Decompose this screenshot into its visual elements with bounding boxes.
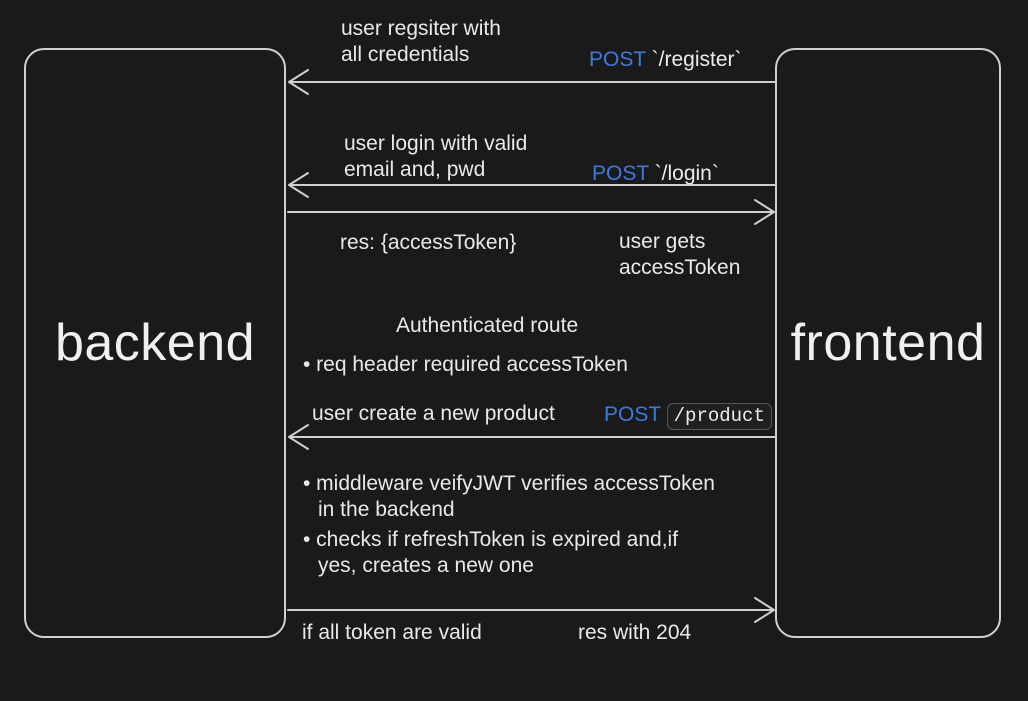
- backend-node-label: backend: [54, 314, 256, 372]
- refresh-bullet-line1: • checks if refreshToken is expired and,…: [303, 528, 679, 551]
- login-path: `/login`: [654, 162, 719, 185]
- req-header-bullet: • req header required accessToken: [303, 353, 628, 376]
- arrow-access-token: [287, 199, 775, 225]
- final-response-note: res with 204: [578, 621, 692, 644]
- login-description: user login with valid email and, pwd: [344, 131, 527, 183]
- login-method: POST: [592, 162, 649, 185]
- login-endpoint: POST `/login`: [592, 161, 719, 187]
- create-product-path-chip: /product: [666, 403, 772, 430]
- register-method: POST: [589, 48, 646, 71]
- authenticated-route-title: Authenticated route: [396, 314, 579, 337]
- register-description-line1: user regsiter with: [341, 17, 501, 40]
- frontend-node-label: frontend: [790, 314, 986, 372]
- create-product-description: user create a new product: [312, 402, 555, 425]
- register-endpoint: POST `/register`: [589, 47, 742, 73]
- login-response-description: res: {accessToken}: [340, 231, 517, 254]
- create-product-method: POST: [604, 403, 661, 426]
- login-response-note-line2: accessToken: [619, 256, 741, 279]
- middleware-bullet-line1: • middleware veifyJWT verifies accessTok…: [303, 472, 715, 495]
- login-response-note: user gets accessToken: [619, 229, 740, 281]
- final-response-description: if all token are valid: [302, 621, 482, 644]
- refresh-bullet-line2: yes, creates a new one: [318, 554, 534, 577]
- frontend-node: frontend: [775, 48, 1001, 638]
- backend-node: backend: [24, 48, 286, 638]
- login-description-line1: user login with valid: [344, 132, 528, 155]
- middleware-bullet-line2: in the backend: [318, 498, 455, 521]
- login-response-note-line1: user gets: [619, 230, 706, 253]
- register-description: user regsiter with all credentials: [341, 16, 501, 68]
- register-description-line2: all credentials: [341, 43, 470, 66]
- create-product-endpoint: POST /product: [604, 402, 772, 430]
- login-description-line2: email and, pwd: [344, 158, 486, 181]
- arrow-register: [288, 69, 776, 95]
- register-path: `/register`: [651, 48, 742, 71]
- arrow-final-response: [287, 597, 775, 623]
